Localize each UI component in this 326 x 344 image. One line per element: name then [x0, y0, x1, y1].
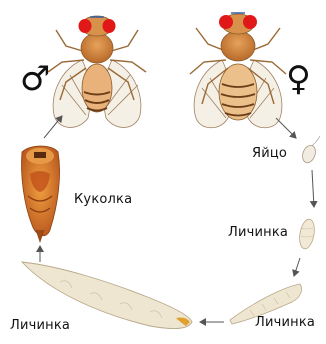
male-symbol: ♂: [20, 62, 50, 96]
pupa-label: Куколка: [74, 192, 132, 207]
male-fly-abdomen: [82, 64, 112, 112]
arrow-small-larva-to-large-larva: [294, 258, 300, 276]
egg-label: Яйцо: [252, 146, 287, 161]
arrow-egg-to-small-larva: [312, 170, 314, 207]
female-fly-thorax: [221, 31, 255, 61]
male-fly-illustration: [48, 16, 146, 127]
small-larva-label: Личинка: [228, 225, 288, 240]
female-fly-right-eye: [243, 15, 257, 29]
female-fly-left-eye: [219, 15, 233, 29]
female-fly-illustration: [190, 13, 286, 128]
male-fly-thorax: [81, 33, 113, 63]
male-fly-right-eye: [103, 19, 116, 33]
pupa-illustration: [21, 146, 59, 242]
arrow-female-to-egg: [276, 118, 296, 138]
right-larva-label: Личинка: [255, 315, 315, 330]
female-symbol: ♀: [286, 62, 311, 96]
male-fly-left-eye: [79, 19, 92, 33]
female-fly-abdomen: [219, 64, 257, 120]
egg-illustration: [300, 136, 320, 165]
arrow-pupa-to-male: [44, 116, 62, 138]
left-larva-label: Личинка: [10, 318, 70, 333]
small-larva-illustration: [298, 218, 317, 250]
